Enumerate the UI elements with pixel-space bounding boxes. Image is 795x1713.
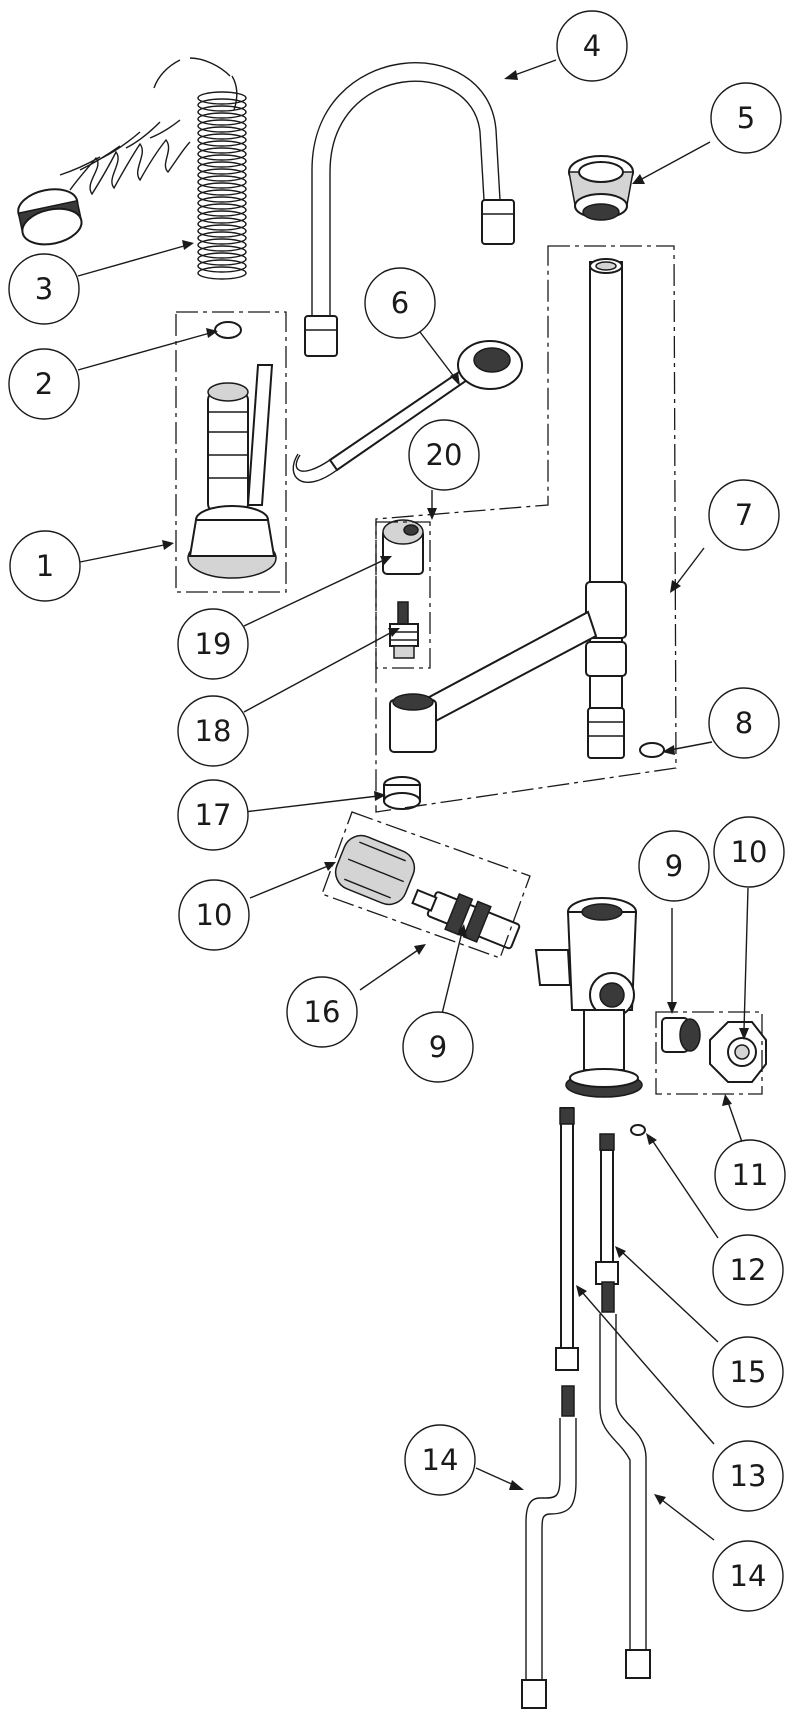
callout-14-left-label: 14 (422, 1443, 459, 1477)
callout-7-label: 7 (735, 498, 753, 532)
hose-coil-ring (197, 168, 247, 182)
hose-coil-ring (197, 105, 247, 119)
callout-10-right-label: 10 (731, 835, 768, 869)
wall-bracket-part (292, 340, 523, 483)
hose-coil-ring (197, 112, 247, 126)
callout-18-label: 18 (195, 714, 232, 748)
callout-6: 6 (364, 267, 436, 339)
vacuum-breaker-group-box (375, 521, 431, 669)
supply-hose-part (555, 1107, 619, 1371)
hose-coil-ring (197, 175, 247, 189)
callout-18: 18 (177, 695, 249, 767)
callout-15-label: 15 (730, 1355, 767, 1389)
callout-7: 7 (708, 479, 780, 551)
small-washer-part (630, 1124, 646, 1136)
hose-coil-ring (197, 189, 247, 203)
callout-8: 8 (708, 687, 780, 759)
inlet-tube-part (521, 1281, 651, 1709)
callout-14-right: 14 (712, 1540, 784, 1612)
hose-coil-ring (197, 238, 247, 252)
adapter-nut-part (568, 155, 634, 221)
hose-coil-ring (197, 252, 247, 266)
riser-assembly-part (389, 258, 627, 759)
callout-13: 13 (712, 1440, 784, 1512)
callout-16-label: 16 (304, 995, 341, 1029)
hose-coil-ring (197, 266, 247, 280)
callout-9-bottom: 9 (402, 1011, 474, 1083)
callout-4-label: 4 (583, 29, 601, 63)
hose-coil-ring (197, 126, 247, 140)
hose-coil-ring (197, 231, 247, 245)
left-handle-part (334, 834, 416, 906)
hose-coil-ring (197, 245, 247, 259)
hose-coil-ring (197, 196, 247, 210)
hose-coil-ring (197, 133, 247, 147)
hose-coil-ring (197, 154, 247, 168)
coiled-hose-part (17, 57, 247, 280)
left-valve-group-box (321, 811, 531, 959)
callout-6-label: 6 (391, 286, 409, 320)
callout-4: 4 (556, 10, 628, 82)
callout-12: 12 (712, 1234, 784, 1306)
left-cartridge-part (411, 888, 521, 950)
washer-part (214, 321, 242, 339)
hose-coil-ring (197, 91, 247, 105)
callout-9-bottom-label: 9 (429, 1030, 447, 1064)
spray-valve-assembly-box (175, 311, 287, 593)
right-cartridge-part (661, 1017, 701, 1053)
callout-5-label: 5 (737, 101, 755, 135)
callout-2-label: 2 (35, 367, 53, 401)
callout-19: 19 (177, 608, 249, 680)
callout-1-label: 1 (36, 549, 54, 583)
callout-14-left: 14 (404, 1424, 476, 1496)
hose-coil-ring (197, 98, 247, 112)
callout-13-label: 13 (730, 1459, 767, 1493)
hose-coil-ring (197, 210, 247, 224)
hose-coil-ring (197, 119, 247, 133)
bushing-part (383, 776, 421, 810)
callout-20-label: 20 (426, 438, 463, 472)
faucet-body-part (534, 897, 643, 1098)
callout-9-top-label: 9 (665, 849, 683, 883)
callout-2: 2 (8, 348, 80, 420)
callout-3: 3 (8, 253, 80, 325)
spray-valve-part (187, 364, 277, 579)
callout-10-right: 10 (713, 816, 785, 888)
right-valve-group-box (655, 1011, 763, 1095)
callout-8-label: 8 (735, 706, 753, 740)
hose-coil-ring (197, 147, 247, 161)
o-ring-part (639, 742, 665, 758)
callout-15: 15 (712, 1336, 784, 1408)
right-handle-part (709, 1021, 767, 1083)
hose-coil-ring (197, 182, 247, 196)
riser-assembly-box (375, 245, 677, 813)
callout-20: 20 (408, 419, 480, 491)
gooseneck-spout-part (304, 62, 515, 357)
callout-1: 1 (9, 530, 81, 602)
hose-coil-ring (197, 259, 247, 273)
hose-coil-ring (197, 217, 247, 231)
callout-12-label: 12 (730, 1253, 767, 1287)
hose-coil-ring (197, 224, 247, 238)
callout-19-label: 19 (195, 627, 232, 661)
callout-16: 16 (286, 976, 358, 1048)
callout-10-left-label: 10 (196, 898, 233, 932)
callout-11-label: 11 (732, 1158, 769, 1192)
callout-10-left: 10 (178, 879, 250, 951)
callout-14-right-label: 14 (730, 1559, 767, 1593)
callout-5: 5 (710, 82, 782, 154)
hose-coil-ring (197, 140, 247, 154)
callout-3-label: 3 (35, 272, 53, 306)
callout-9-top: 9 (638, 830, 710, 902)
hose-coil-ring (197, 161, 247, 175)
callout-11: 11 (714, 1139, 786, 1211)
callout-17: 17 (177, 779, 249, 851)
leader-lines (77, 59, 749, 1541)
cap-part (382, 519, 424, 575)
hose-coil-ring (197, 203, 247, 217)
callout-17-label: 17 (195, 798, 232, 832)
